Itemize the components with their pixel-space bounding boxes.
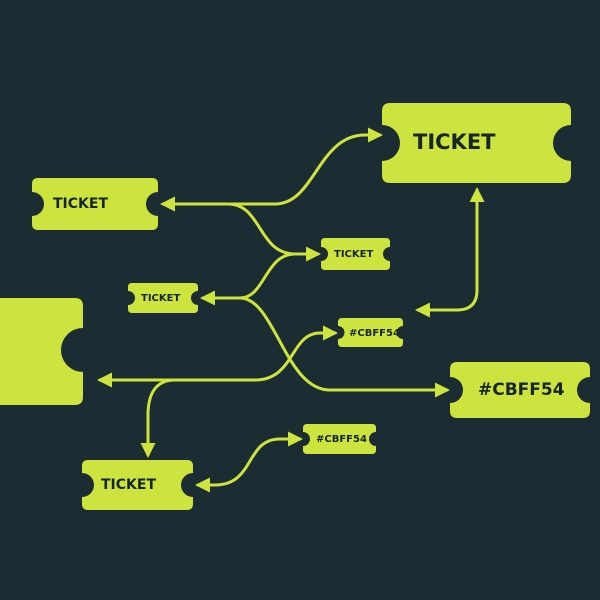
ticket-small-left-shape[interactable] [128, 283, 198, 313]
ticket-shapes [0, 103, 590, 510]
ticket-small-hex-upper-shape[interactable] [338, 318, 403, 347]
ticket-small-center-shape[interactable] [321, 238, 390, 270]
connector-branch-to-small-center [226, 202, 321, 262]
connector-small-left-to-small-center [200, 252, 297, 306]
ticket-bottom-left-shape[interactable] [82, 460, 193, 510]
ticket-partial-left-shape[interactable] [0, 298, 83, 405]
connector-partial-left-to-small-hex [97, 325, 338, 388]
connectors [97, 127, 485, 493]
connector-branch-to-bottom-ticket [140, 378, 177, 458]
connector-big-ticket-elbow [415, 187, 485, 318]
ticket-left-upper-shape[interactable] [32, 178, 158, 230]
ticket-big-top-right-shape[interactable] [382, 103, 571, 183]
ticket-big-hex-shape[interactable] [450, 362, 590, 418]
connector-bottom-ticket-to-small-hex [195, 431, 303, 493]
ticket-small-hex-lower-shape[interactable] [303, 424, 376, 454]
connector-left-upper-to-big-ticket [160, 127, 383, 212]
